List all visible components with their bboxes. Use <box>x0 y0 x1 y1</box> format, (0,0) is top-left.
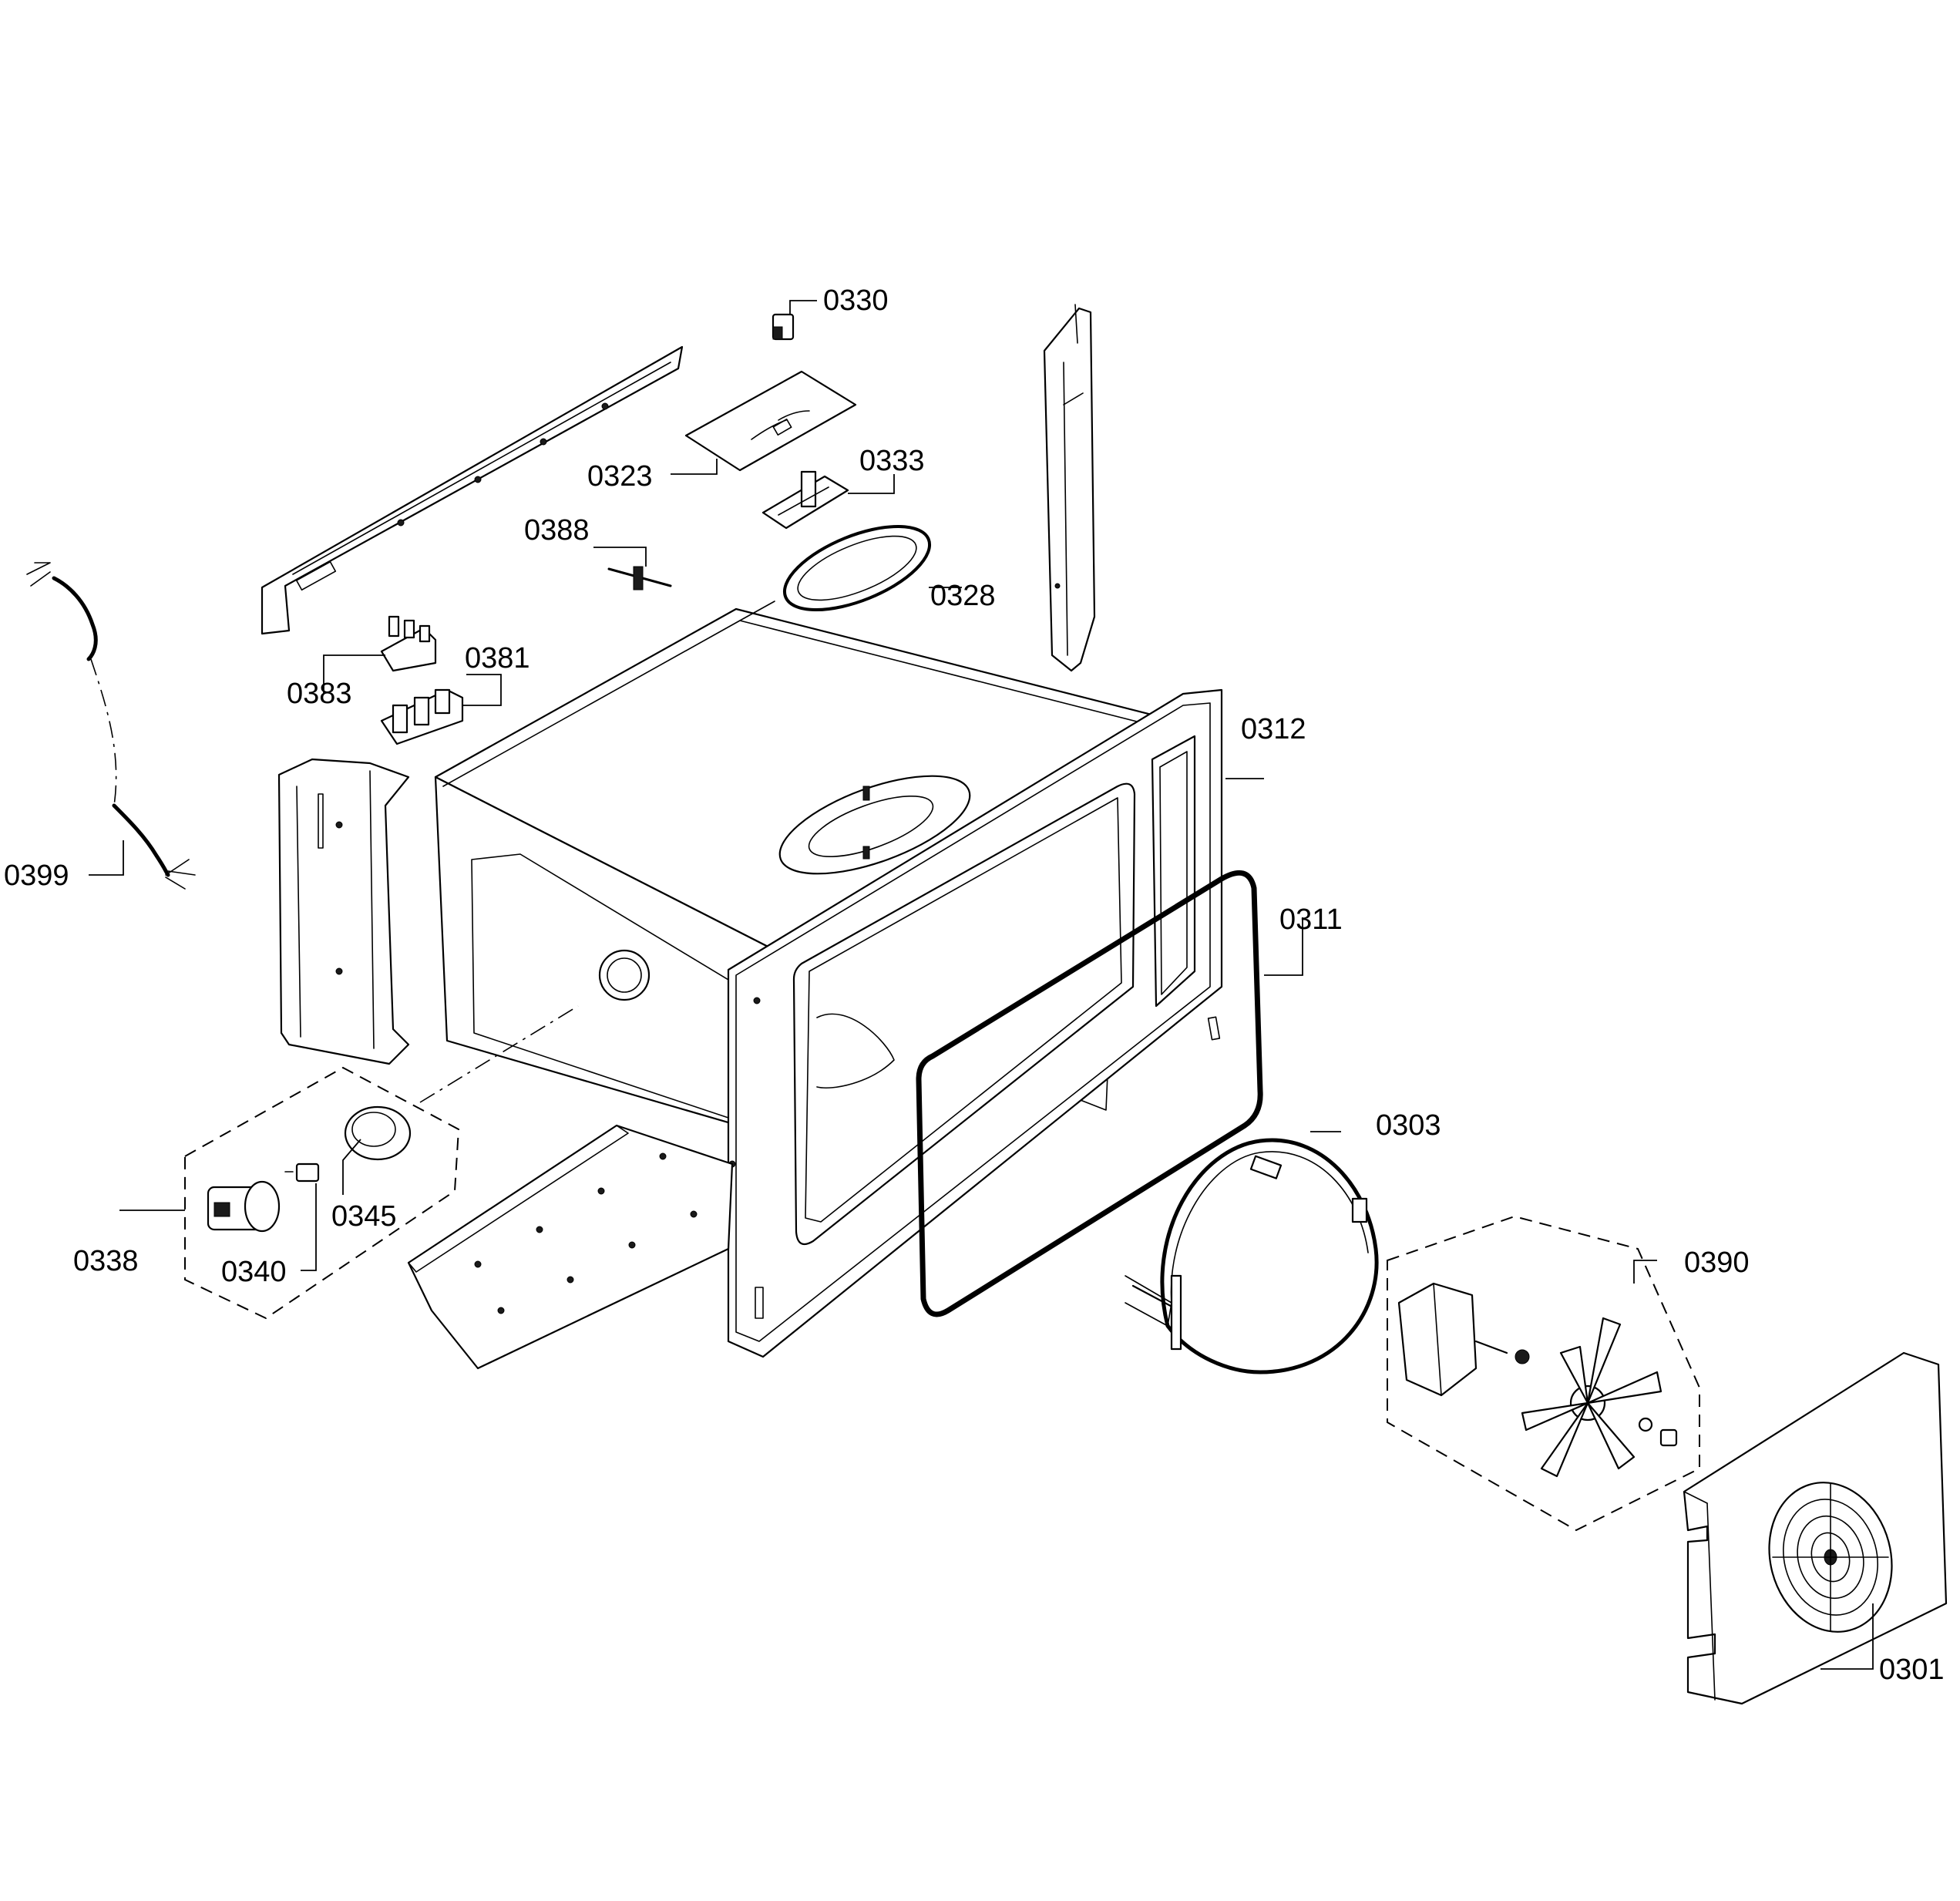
part-0338-lamp-assembly <box>184 1005 579 1320</box>
label-0311: 0311 <box>1279 903 1343 936</box>
label-0301: 0301 <box>1879 1654 1945 1686</box>
part-0328-oval-gasket <box>782 524 932 612</box>
oven-cavity <box>434 601 1192 1139</box>
part-0381-terminal-block <box>380 688 464 745</box>
bottom-rail-part <box>407 1124 734 1370</box>
part-0311-door-gasket <box>916 870 1263 1317</box>
part-0340-bulb <box>284 1162 320 1183</box>
fan-grille-icon <box>1768 1482 1893 1633</box>
label-0390: 0390 <box>1684 1247 1750 1279</box>
leader-lines <box>89 300 1874 1670</box>
part-0383-terminal-block <box>380 615 437 672</box>
part-0333-bracket <box>761 470 849 530</box>
part-0345-lens <box>344 1105 412 1161</box>
label-0312: 0312 <box>1241 713 1306 745</box>
label-0330: 0330 <box>823 284 889 317</box>
part-0323-plate <box>684 370 857 472</box>
label-0323: 0323 <box>587 460 653 493</box>
label-0333: 0333 <box>859 445 925 477</box>
top-rail-part <box>261 345 684 635</box>
label-0383: 0383 <box>287 678 352 710</box>
label-0338: 0338 <box>73 1245 139 1277</box>
label-0345: 0345 <box>331 1200 397 1233</box>
part-0301-rear-cover <box>1683 1351 1948 1705</box>
right-vertical-bracket <box>1043 304 1096 672</box>
label-0399: 0399 <box>4 860 69 892</box>
label-0381: 0381 <box>465 642 530 675</box>
part-0312-front-frame <box>727 688 1223 1358</box>
part-0388-pin <box>607 566 672 590</box>
label-0388: 0388 <box>524 514 590 547</box>
part-0399-cable <box>26 562 196 890</box>
part-0303-heating-element <box>1125 1138 1379 1374</box>
left-side-panel <box>277 758 410 1065</box>
part-labels: 0330 0323 0333 0328 0388 0383 0381 0312 … <box>4 284 1945 1686</box>
fan-blade-icon <box>1521 1317 1662 1478</box>
part-0390-fan-motor-assembly <box>1387 1215 1700 1532</box>
label-0303: 0303 <box>1376 1109 1441 1142</box>
label-0340: 0340 <box>221 1256 287 1288</box>
label-0328: 0328 <box>930 580 996 612</box>
part-0330-clip <box>772 313 795 341</box>
